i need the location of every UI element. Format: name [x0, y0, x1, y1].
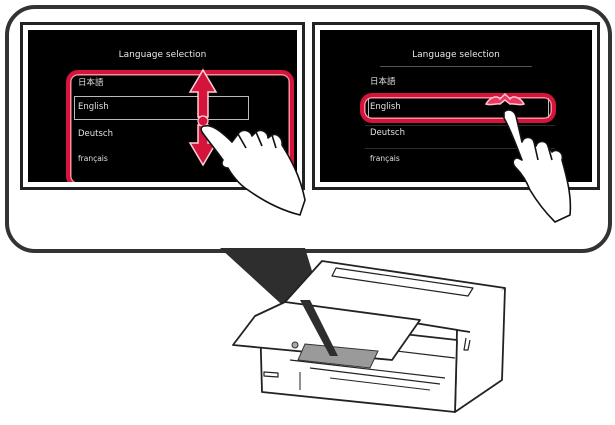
callout-pointer-tip — [300, 300, 338, 356]
language-item-deutsch[interactable]: Deutsch — [370, 128, 405, 138]
screen-title: Language selection — [412, 50, 500, 60]
tap-target-highlight — [360, 93, 556, 123]
item-divider — [365, 125, 555, 126]
swipe-hand-icon — [200, 124, 306, 216]
touchscreen-panel-scroll: Language selection 日本語 English Deutsch f… — [20, 22, 305, 190]
selected-item-box — [74, 96, 249, 120]
tap-hand-icon — [503, 109, 572, 223]
language-item-english[interactable]: English — [370, 102, 401, 112]
language-item-japanese[interactable]: 日本語 — [370, 77, 396, 87]
language-item-francais[interactable]: français — [370, 154, 400, 163]
language-item-english[interactable]: English — [78, 102, 109, 112]
screen-title: Language selection — [118, 50, 207, 60]
title-separator — [380, 66, 532, 67]
language-item-deutsch[interactable]: Deutsch — [78, 129, 113, 139]
item-divider — [365, 148, 555, 149]
language-item-japanese[interactable]: 日本語 — [78, 78, 104, 88]
scroll-arrow-icon — [188, 68, 218, 167]
tap-indicator-icon — [484, 92, 526, 106]
language-item-francais[interactable]: français — [78, 154, 108, 163]
selected-item-box — [368, 98, 549, 118]
scroll-area-highlight — [66, 70, 294, 182]
